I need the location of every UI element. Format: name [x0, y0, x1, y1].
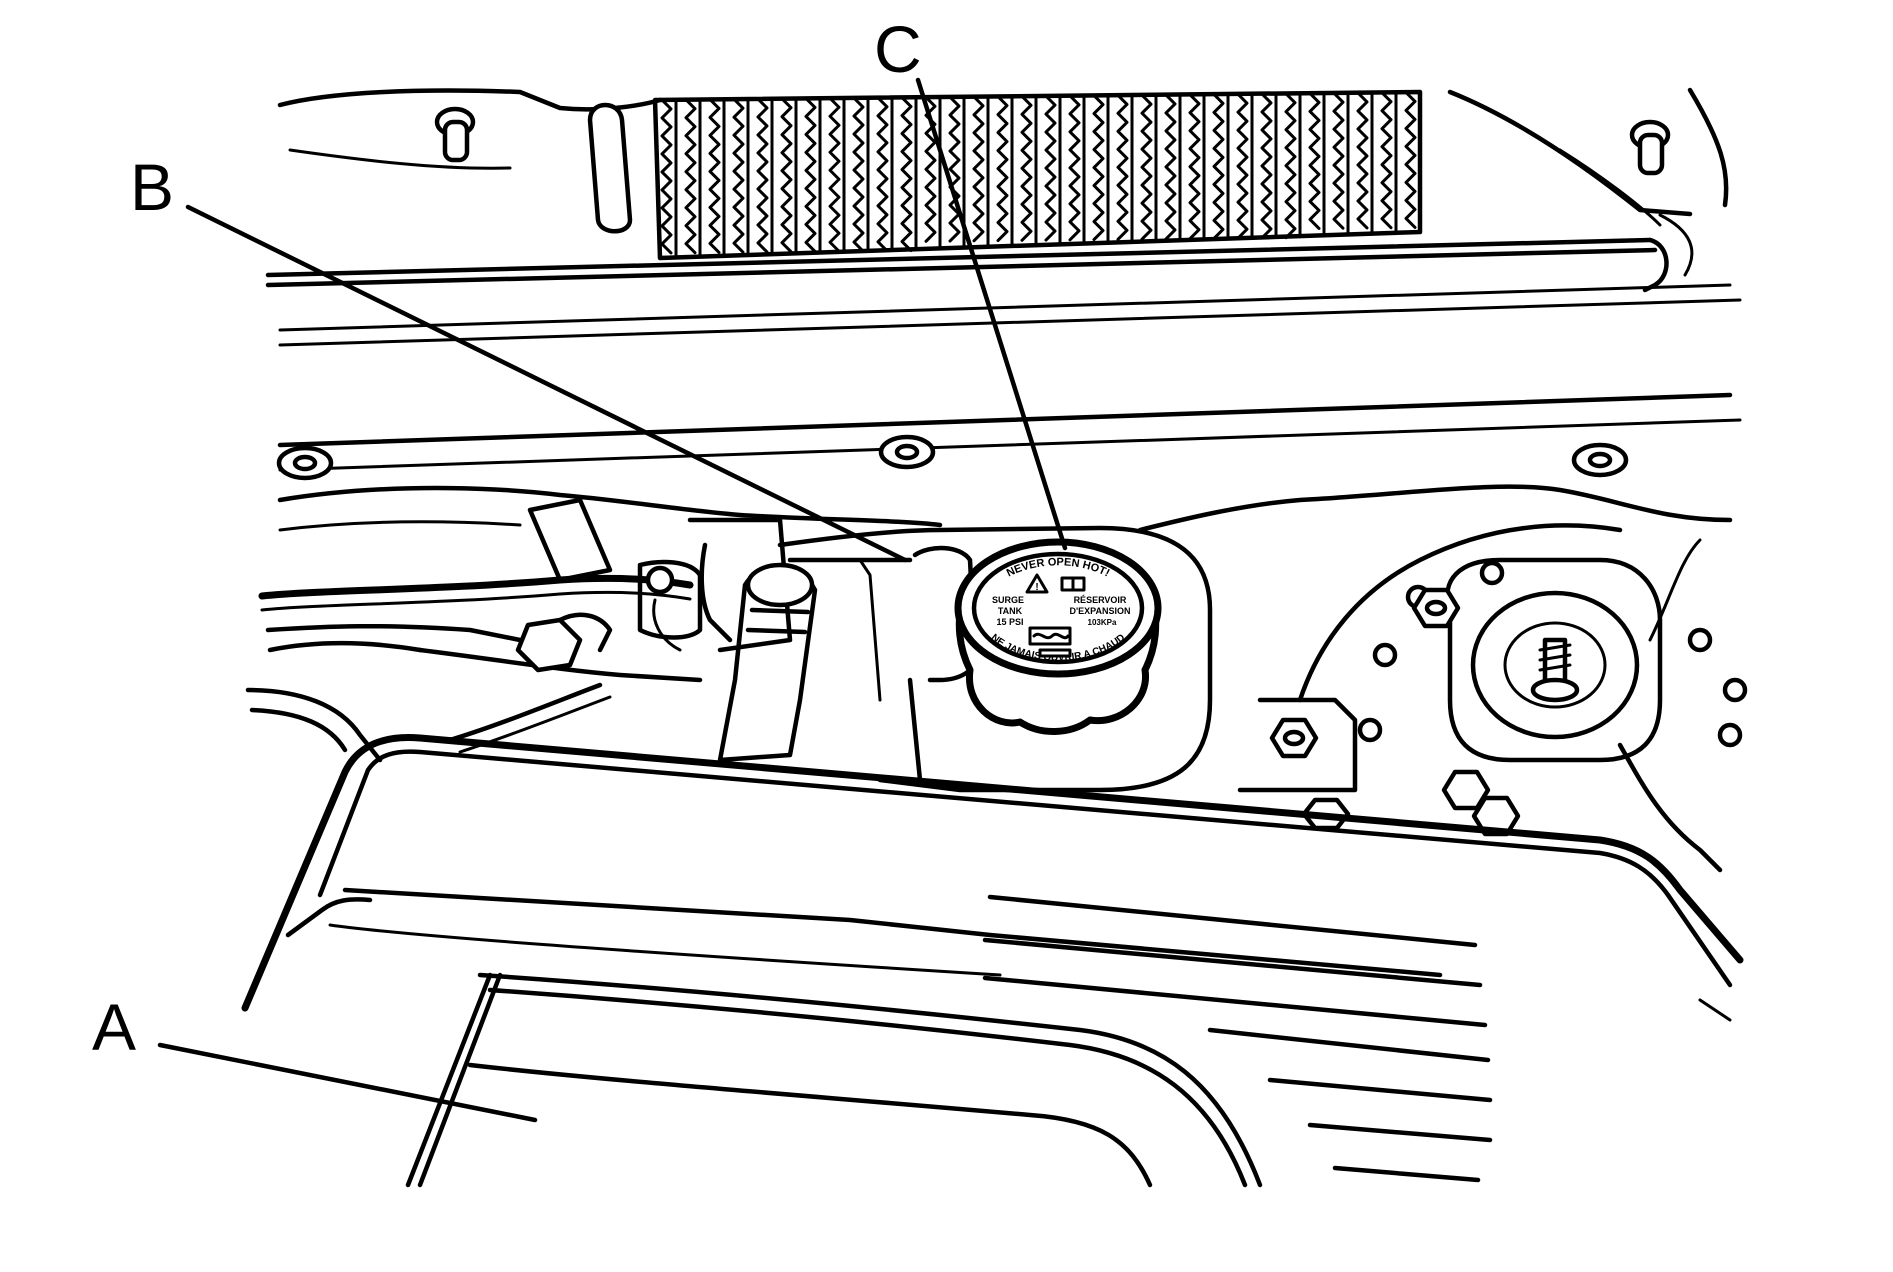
cap-left-line3: 15 PSI [996, 617, 1023, 627]
cap-right-line3: 103KPa [1088, 618, 1117, 627]
cap-left-line2: TANK [998, 606, 1023, 616]
engine-cover [241, 733, 1744, 1188]
radiator-fin [1092, 94, 1105, 242]
radiator-fin [1188, 93, 1201, 241]
radiator-fin [1044, 94, 1057, 242]
radiator-fin [1116, 93, 1129, 241]
radiator-fin [1212, 92, 1225, 240]
upper-body-frame [277, 87, 1729, 234]
radiator-fin [1404, 90, 1417, 229]
coolant-symbol-icon [1028, 626, 1072, 646]
radiator-fin [876, 96, 889, 253]
pressure-cap: NEVER OPEN HOT! NE JAMAIS OUVRIR A CHAUD… [954, 538, 1162, 735]
radiator-fin [972, 95, 985, 243]
callout-b-label: B [130, 150, 174, 224]
leader-line-b [185, 204, 908, 563]
radiator-fin [684, 98, 697, 255]
upper-radiator-support [265, 213, 1742, 481]
radiator-fin [828, 96, 841, 253]
coolant-hose [717, 562, 818, 763]
warning-triangle-icon [1025, 573, 1049, 594]
cap-right-line2: D'EXPANSION [1070, 606, 1131, 616]
radiator-fin [1236, 92, 1249, 240]
radiator-fin [996, 95, 1009, 243]
radiator-fin [1260, 92, 1273, 240]
radiator-fin [732, 97, 745, 254]
leader-lines [157, 77, 1068, 1123]
radiator-fin [1308, 91, 1321, 230]
radiator-fin [1164, 93, 1177, 241]
radiator-fin [948, 95, 961, 243]
callout-c-label: C [874, 12, 922, 86]
radiator-core [652, 89, 1423, 261]
radiator-fin [1332, 91, 1345, 230]
radiator-fin [1140, 93, 1153, 241]
hoses-and-wiring [245, 497, 793, 763]
cap-left-line1: SURGE [992, 595, 1024, 605]
radiator-fin [852, 96, 865, 253]
cap-right-line1: RÉSERVOIR [1074, 595, 1127, 605]
radiator-fin [1356, 91, 1369, 230]
radiator-fin [660, 98, 673, 255]
radiator-fin [780, 97, 793, 254]
radiator-fin [804, 96, 817, 253]
leader-line-a [157, 1042, 538, 1123]
radiator-fin [1020, 94, 1033, 242]
callout-a-label: A [92, 990, 136, 1064]
radiator-fin [756, 97, 769, 254]
radiator-fin [1284, 92, 1297, 240]
radiator-fin [708, 97, 721, 254]
strut-tower [1357, 557, 1748, 873]
leader-line-c [915, 77, 1068, 551]
radiator-fin [900, 96, 913, 253]
radiator-fin [1380, 91, 1393, 230]
svg-text:!: ! [1035, 582, 1038, 593]
radiator-fin [1068, 94, 1081, 242]
fender-and-frame-lines [277, 484, 1733, 703]
mounting-bolts-right [1237, 587, 1521, 837]
